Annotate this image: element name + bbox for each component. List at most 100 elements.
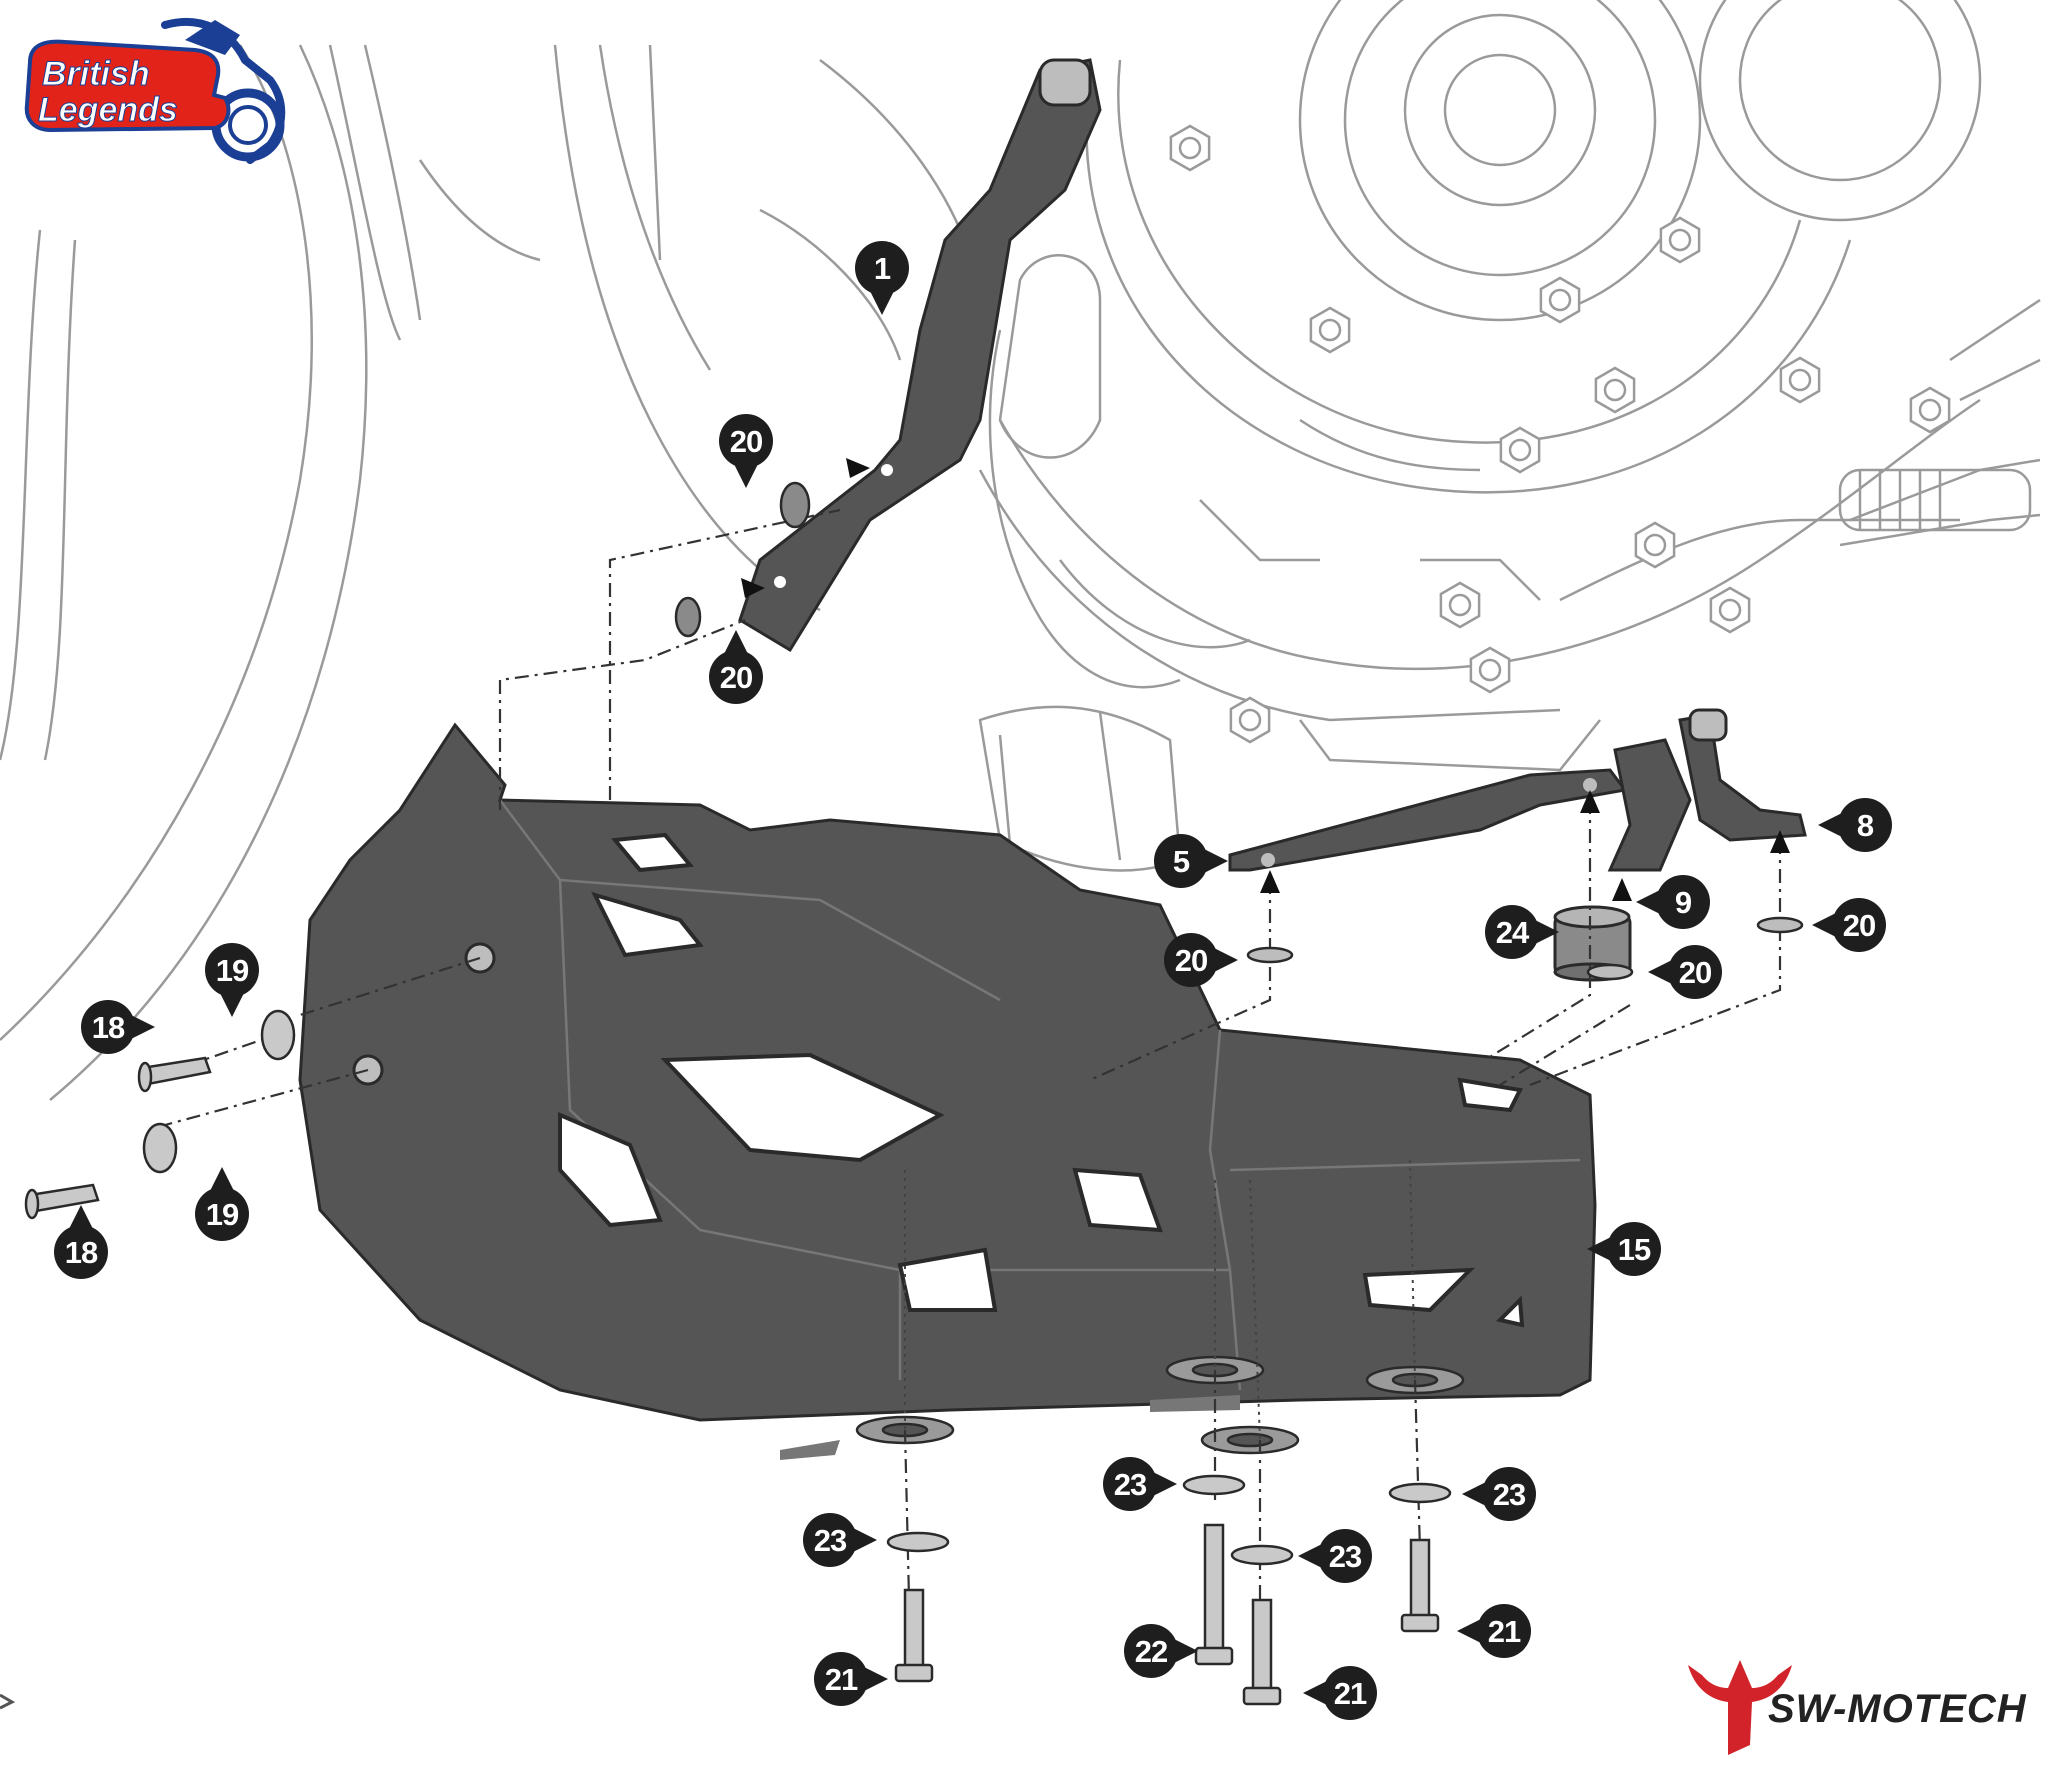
engine-bolt bbox=[1709, 586, 1751, 634]
callout-pointer bbox=[220, 993, 244, 1017]
engine-bolt bbox=[1594, 366, 1636, 414]
callout-number: 20 bbox=[1679, 955, 1711, 990]
callout-badge bbox=[1124, 1624, 1178, 1678]
engine-bolts bbox=[1169, 124, 1951, 744]
callout-badge bbox=[814, 1652, 868, 1706]
callout-badge bbox=[195, 1187, 249, 1241]
callout-badge bbox=[1838, 798, 1892, 852]
plate-washer-hole bbox=[1226, 1432, 1274, 1448]
engine-bolt bbox=[1169, 124, 1211, 172]
callout-number: 19 bbox=[206, 1197, 239, 1232]
callout-label-23-c: 23 bbox=[1298, 1529, 1372, 1583]
callout-pointer bbox=[870, 291, 894, 315]
callout-pointer bbox=[724, 630, 748, 654]
callout-number: 19 bbox=[216, 953, 249, 988]
callout-label-23-b: 23 bbox=[1103, 1457, 1177, 1511]
maker-logo-text: SW-MOTECH bbox=[1768, 1687, 2027, 1731]
callout-number: 9 bbox=[1675, 885, 1692, 920]
callout-badge bbox=[719, 414, 773, 468]
callout-label-20-a: 20 bbox=[719, 414, 773, 488]
callout-pointer bbox=[1462, 1482, 1486, 1506]
callout-label-23-a: 23 bbox=[803, 1513, 877, 1567]
front-mounting-bracket bbox=[738, 58, 1102, 653]
callout-badge bbox=[205, 943, 259, 997]
callout-pointer bbox=[1587, 1237, 1611, 1261]
hardware-fasteners bbox=[24, 481, 1804, 1706]
callout-badge bbox=[54, 1225, 108, 1279]
engine-bolt bbox=[1229, 696, 1271, 744]
callout-label-15: 15 bbox=[1587, 1222, 1661, 1276]
callout-label-20-e: 20 bbox=[1812, 898, 1886, 952]
callout-pointer bbox=[1214, 948, 1238, 972]
engine-bolt bbox=[1909, 386, 1951, 434]
callout-label-18-b: 18 bbox=[54, 1205, 108, 1279]
callout-label-21-a: 21 bbox=[814, 1652, 888, 1706]
engine-bolt bbox=[1539, 276, 1581, 324]
callout-badge bbox=[1154, 834, 1208, 888]
callout-label-23-d: 23 bbox=[1462, 1467, 1536, 1521]
callout-number: 8 bbox=[1857, 808, 1874, 843]
callout-pointer bbox=[1204, 849, 1228, 873]
callout-badge bbox=[1656, 875, 1710, 929]
callout-badge bbox=[1832, 898, 1886, 952]
callout-number: 5 bbox=[1173, 844, 1190, 879]
sw-motech-logo: SW-MOTECH bbox=[1688, 1660, 2027, 1755]
callout-number: 20 bbox=[730, 424, 762, 459]
callout-pointer bbox=[853, 1528, 877, 1552]
skid-plate-main bbox=[298, 722, 1597, 1460]
callout-number: 20 bbox=[720, 660, 752, 695]
callout-label-24: 24 bbox=[1485, 905, 1559, 959]
insertion-arrows bbox=[741, 458, 1790, 901]
callout-number: 18 bbox=[65, 1235, 98, 1270]
callout-pointer bbox=[1153, 1472, 1177, 1496]
callout-number: 20 bbox=[1843, 908, 1875, 943]
engine-bolt bbox=[1659, 216, 1701, 264]
callout-label-8: 8 bbox=[1818, 798, 1892, 852]
callout-pointer bbox=[210, 1167, 234, 1191]
callout-number: 20 bbox=[1175, 943, 1207, 978]
callout-number: 22 bbox=[1135, 1634, 1167, 1669]
callout-pointer bbox=[1818, 813, 1842, 837]
rear-crossbar bbox=[1228, 768, 1628, 872]
callout-label-20-d: 20 bbox=[1648, 945, 1722, 999]
callout-pointer bbox=[1812, 913, 1836, 937]
callout-number: 15 bbox=[1618, 1232, 1651, 1267]
callout-pointer bbox=[131, 1015, 155, 1039]
callout-number: 23 bbox=[814, 1523, 847, 1558]
british-legends-logo: British Legends bbox=[24, 17, 286, 164]
callout-pointer bbox=[1457, 1619, 1481, 1643]
brand-logo-line1: British bbox=[42, 55, 150, 93]
engine-bolt bbox=[1439, 581, 1481, 629]
callout-number: 23 bbox=[1493, 1477, 1526, 1512]
callout-badge bbox=[1607, 1222, 1661, 1276]
engine-bolt bbox=[1469, 646, 1511, 694]
engine-bolt bbox=[1634, 521, 1676, 569]
brand-logo-line2: Legends bbox=[38, 91, 178, 129]
callout-number: 23 bbox=[1329, 1539, 1362, 1574]
callout-label-18-a: 18 bbox=[81, 1000, 155, 1054]
callout-badge bbox=[1103, 1457, 1157, 1511]
callout-badge bbox=[1482, 1467, 1536, 1521]
callout-badge bbox=[1323, 1666, 1377, 1720]
callout-badge bbox=[1668, 945, 1722, 999]
callout-number: 24 bbox=[1496, 915, 1530, 950]
engine-bolt bbox=[1499, 426, 1541, 474]
callout-pointer bbox=[1636, 890, 1660, 914]
callout-number: 18 bbox=[92, 1010, 125, 1045]
callout-label-22: 22 bbox=[1124, 1624, 1198, 1678]
callout-label-19-a: 19 bbox=[205, 943, 259, 1017]
callout-pointer bbox=[1174, 1639, 1198, 1663]
callout-pointer bbox=[69, 1205, 93, 1229]
callout-badge bbox=[1485, 905, 1539, 959]
callout-pointer bbox=[1535, 920, 1559, 944]
callout-label-1: 1 bbox=[855, 241, 909, 315]
engine-bolt bbox=[1309, 306, 1351, 354]
callout-pointer bbox=[1298, 1544, 1322, 1568]
callout-label-9: 9 bbox=[1636, 875, 1710, 929]
rear-bracket-plate bbox=[1607, 738, 1692, 872]
callout-badge bbox=[1164, 933, 1218, 987]
hidden-guide-lines bbox=[904, 1159, 1416, 1441]
engine-bolt bbox=[1779, 356, 1821, 404]
callout-badge bbox=[1318, 1529, 1372, 1583]
